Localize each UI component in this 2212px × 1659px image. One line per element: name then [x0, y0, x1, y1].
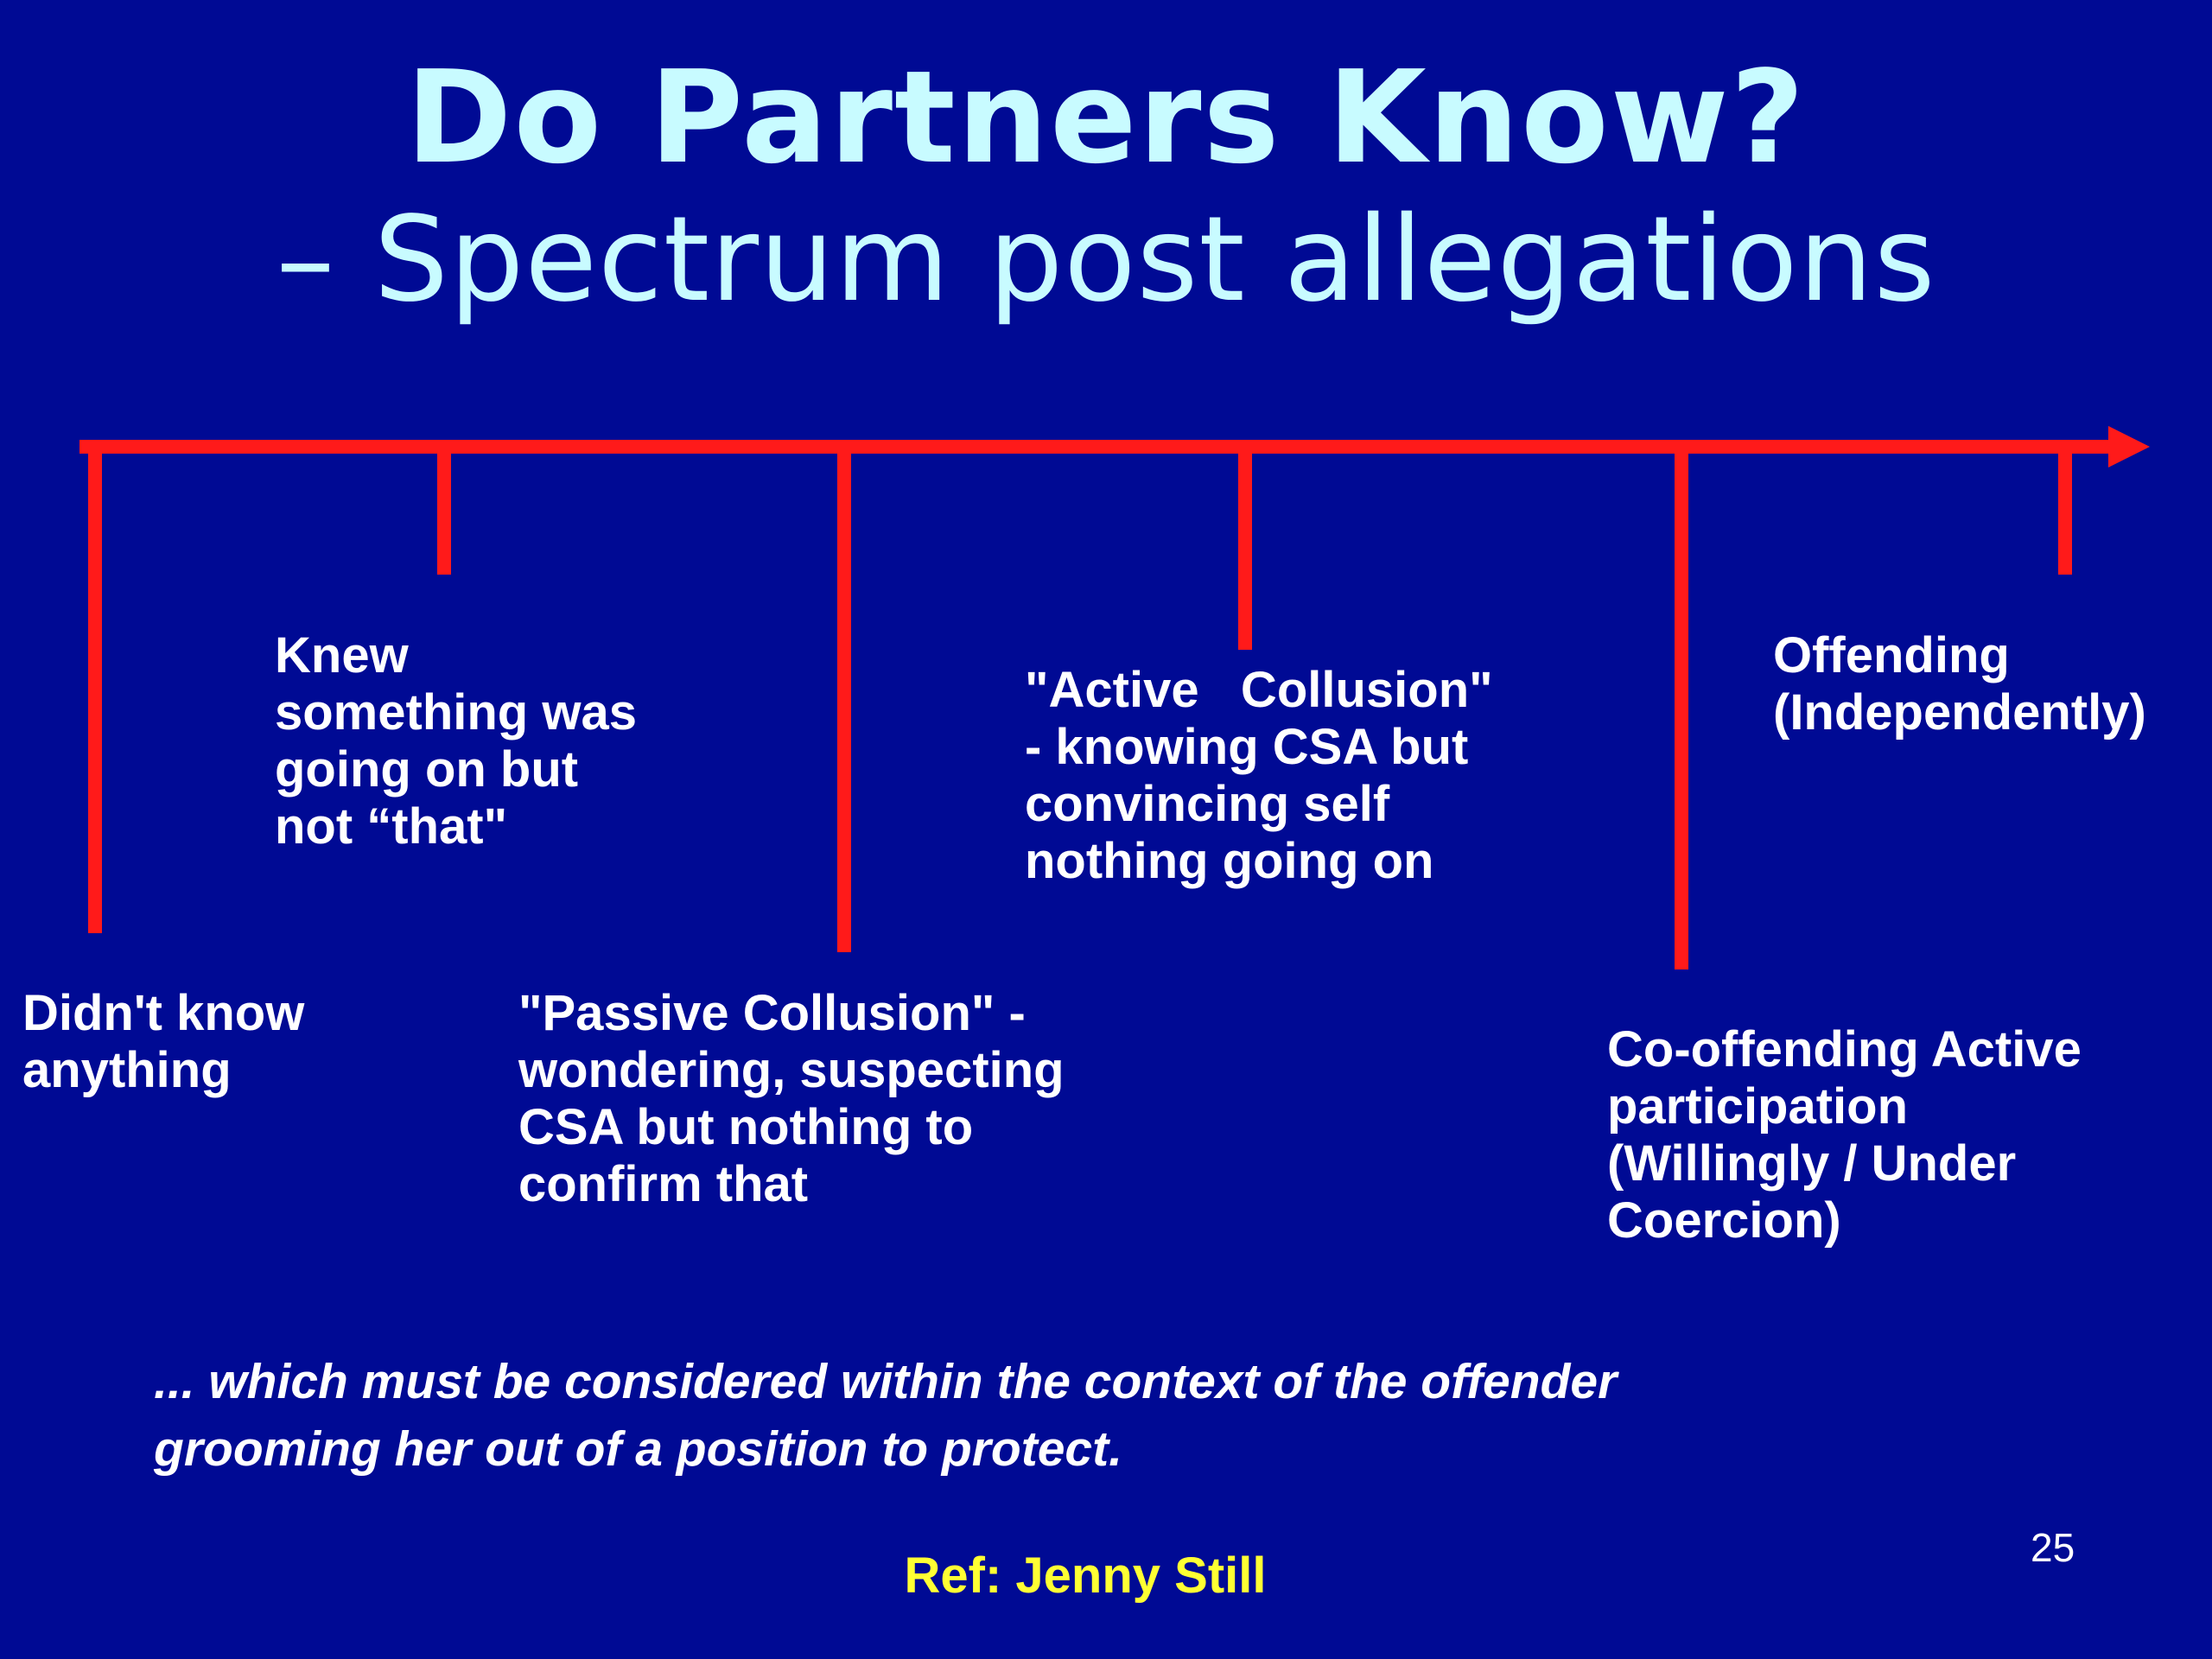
- label-passive-collusion: "Passive Collusion" - wondering, suspect…: [518, 985, 1065, 1212]
- timeline-arrowhead: [2108, 426, 2150, 467]
- label-didnt-know: Didn't know anything: [22, 985, 305, 1098]
- label-active-collusion: "Active Collusion" - knowing CSA but con…: [1025, 662, 1493, 889]
- slide-title: Do Partners Know?: [405, 43, 1807, 192]
- label-co-offending: Co-offending Active participation (Willi…: [1607, 1021, 2082, 1249]
- label-knew-something: Knew something was going on but not “tha…: [275, 627, 637, 855]
- slide-subtitle: – Spectrum post allegations: [276, 192, 1936, 328]
- context-footnote: ... which must be considered within the …: [154, 1354, 1618, 1477]
- label-offending: Offending (Independently): [1773, 627, 2146, 741]
- reference-credit: Ref: Jenny Still: [904, 1548, 1267, 1604]
- page-number: 25: [2031, 1525, 2075, 1570]
